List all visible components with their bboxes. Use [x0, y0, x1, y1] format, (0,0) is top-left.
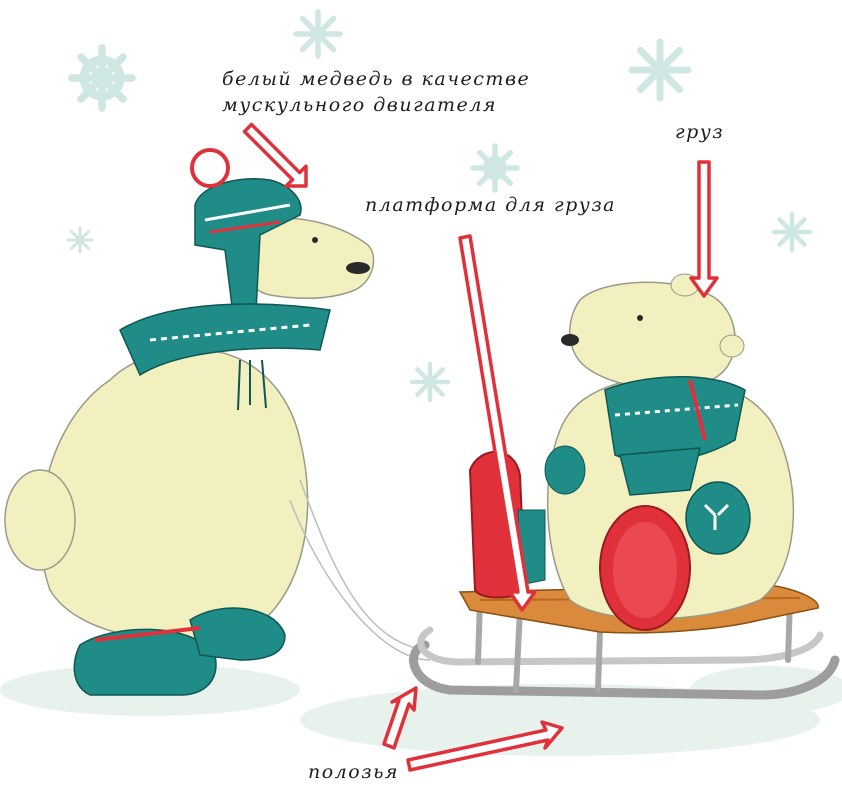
label-motor-line-1: белый медведь в качестве — [222, 67, 530, 93]
left-bear-body — [40, 350, 307, 640]
right-bear-head — [570, 282, 735, 388]
label-platform: платформа для груза — [365, 193, 616, 219]
snowflake-icon — [473, 146, 517, 190]
snowflake-icon — [296, 12, 340, 56]
left-bear-hat-pompom — [192, 150, 228, 186]
tow-rope — [290, 480, 430, 660]
label-runners: полозья — [308, 760, 399, 786]
right-bear-eye — [637, 315, 643, 321]
snowflake-icon — [412, 364, 448, 400]
right-bear-nose — [561, 334, 579, 346]
left-bear — [5, 150, 374, 695]
snowflake-icon — [68, 228, 92, 252]
right-bear-mitten — [686, 482, 750, 554]
arrow-cargo — [691, 162, 717, 296]
snowflake-icon — [632, 42, 688, 98]
left-bear-boot — [190, 608, 285, 660]
snowflake-icon — [72, 48, 132, 108]
snowflake-icon — [774, 214, 810, 250]
left-bear-eye — [312, 237, 318, 243]
right-bear-scarf-tail — [620, 448, 700, 495]
left-bear-arm — [5, 470, 75, 570]
label-motor: белый медведь в качестве мускульного дви… — [222, 67, 530, 118]
label-cargo: груз — [675, 120, 724, 146]
left-bear-nose — [346, 262, 370, 274]
label-motor-line-2: мускульного двигателя — [222, 93, 530, 119]
